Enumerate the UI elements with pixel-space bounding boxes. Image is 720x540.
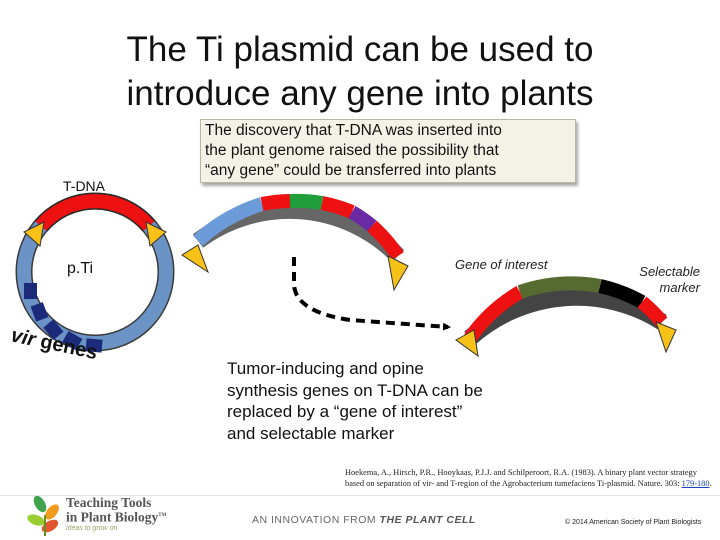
vir-gene-block: [62, 330, 83, 351]
callout-line-1: The discovery that T-DNA was inserted in…: [205, 122, 502, 139]
description-line-4: and selectable marker: [227, 423, 395, 443]
segment-red-3: [367, 220, 404, 261]
logo-tagline: ideas to grow on: [66, 525, 118, 532]
segment-red-2: [320, 196, 355, 219]
tdna-arc: [181, 193, 409, 292]
tdna-segment: [35, 194, 155, 231]
pti-label: p.Ti: [67, 260, 94, 277]
citation-link[interactable]: 179-180: [681, 479, 710, 488]
title-line-1: The Ti plasmid can be used to: [126, 30, 594, 69]
right-border-triangle: [655, 321, 677, 354]
vir-gene-block: [85, 338, 103, 353]
innovation-text: AN INNOVATION FROM THE PLANT CELL: [252, 514, 476, 526]
segment-green: [289, 193, 324, 210]
segment-purple: [348, 205, 377, 232]
copyright-text: © 2014 American Society of Plant Biologi…: [565, 519, 702, 526]
segment-light-blue: [193, 208, 239, 247]
innovation-journal: THE PLANT CELL: [379, 514, 476, 526]
selectable-marker-line-1: Selectable: [639, 264, 700, 279]
segment-red-right: [637, 296, 668, 327]
description-line-3: replaced by a “gene of interest”: [227, 402, 463, 421]
recombinant-tdna-arc: [455, 276, 677, 358]
left-border-triangle: [455, 329, 479, 358]
logo-line-2: in Plant BiologyTM: [66, 509, 167, 525]
innovation-prefix: AN INNOVATION FROM: [252, 514, 377, 526]
vir-gene-block: [30, 302, 49, 322]
segment-gene-of-interest: [517, 276, 602, 299]
segment-red: [260, 194, 291, 211]
description-line-1: Tumor-inducing and opine: [227, 359, 424, 378]
vir-gene-block: [24, 283, 37, 299]
segment-selectable-marker: [598, 279, 646, 309]
vir-genes-blocks: [24, 283, 103, 353]
description-line-2: synthesis genes on T-DNA can be: [227, 380, 483, 400]
citation-end: .: [709, 479, 712, 488]
selectable-marker-line-2: marker: [659, 280, 700, 295]
logo-leaf-icon: [27, 495, 59, 536]
segment-blue: [231, 197, 265, 222]
callout-line-3: “any gene” could be transferred into pla…: [205, 162, 497, 179]
replacement-arrow: [292, 257, 451, 331]
callout-line-2: the plant genome raised the possibility …: [205, 142, 499, 159]
vir-gene-block: [43, 319, 64, 340]
right-border-triangle: [145, 221, 167, 247]
tdna-label: T-DNA: [63, 178, 105, 194]
left-border-triangle: [23, 221, 45, 247]
description-text: Tumor-inducing and opine synthesis genes…: [227, 358, 527, 444]
citation: Hoekema, A., Hirsch, P.R., Hooykaas, P.J…: [345, 467, 715, 489]
logo-title: Teaching Tools in Plant BiologyTM: [66, 496, 166, 524]
ti-plasmid: [15, 192, 175, 353]
logo-line-1: Teaching Tools: [66, 495, 152, 510]
title-line-2: introduce any gene into plants: [126, 74, 594, 113]
selectable-marker-label: Selectable marker: [610, 264, 700, 296]
left-border-triangle: [181, 244, 209, 274]
gene-of-interest-label: Gene of interest: [455, 257, 548, 272]
footer-divider: [0, 495, 720, 496]
slide-title: The Ti plasmid can be used to introduce …: [60, 28, 660, 116]
right-border-triangle: [387, 255, 409, 292]
citation-text: Hoekema, A., Hirsch, P.R., Hooykaas, P.J…: [345, 468, 697, 488]
callout-box: The discovery that T-DNA was inserted in…: [200, 119, 576, 183]
logo-tm: TM: [158, 513, 167, 518]
teaching-tools-logo[interactable]: Teaching Tools in Plant BiologyTM ideas …: [22, 496, 172, 536]
